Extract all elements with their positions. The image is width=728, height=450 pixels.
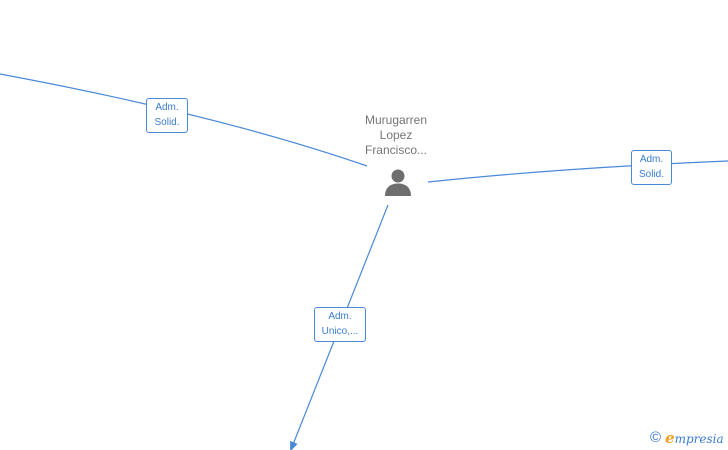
edge-line-right: [427, 160, 728, 183]
person-name-line-3: Francisco...: [364, 143, 427, 157]
edge-line-left: [0, 73, 368, 167]
edge-label-down[interactable]: Adm. Unico,...: [314, 307, 366, 342]
brand-logo-rest: mpresia: [674, 431, 724, 446]
brand-logo-initial: e: [665, 428, 675, 447]
edge-label-left[interactable]: Adm. Solid.: [146, 98, 188, 133]
brand-watermark: © empresia: [650, 428, 724, 448]
person-name-line-1: Murugarren: [364, 113, 428, 127]
edge-label-left-line-2: Solid.: [154, 117, 180, 128]
person-name-label[interactable]: Murugarren Lopez Francisco...: [346, 113, 446, 158]
edge-label-right-line-2: Solid.: [638, 169, 664, 180]
edge-label-right-line-1: Adm.: [639, 154, 664, 165]
copyright-symbol: ©: [650, 429, 662, 446]
edge-label-down-line-1: Adm.: [328, 311, 352, 322]
edge-label-left-line-1: Adm.: [155, 102, 179, 113]
edge-label-down-line-2: Unico,...: [321, 326, 359, 337]
brand-logo: empresia: [665, 428, 724, 449]
person-icon[interactable]: [383, 167, 413, 197]
edge-label-right[interactable]: Adm. Solid.: [631, 150, 672, 185]
person-name-line-2: Lopez: [379, 128, 413, 142]
